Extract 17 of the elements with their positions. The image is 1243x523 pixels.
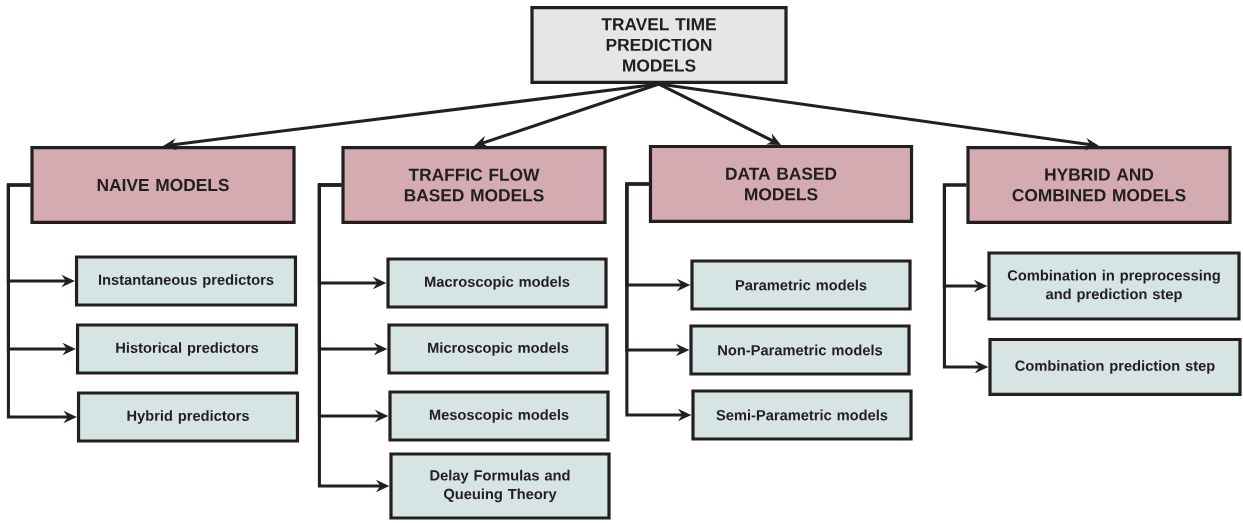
model-box: Historical predictors bbox=[75, 323, 299, 375]
model-box: Delay Formulas and Queuing Theory bbox=[389, 452, 611, 520]
category-box: DATA BASED MODELS bbox=[648, 144, 914, 224]
category-box: TRAFFIC FLOW BASED MODELS bbox=[341, 145, 607, 225]
model-box: Combination prediction step bbox=[988, 337, 1242, 397]
model-box: Macroscopic models bbox=[386, 257, 608, 309]
model-box: Parametric models bbox=[690, 259, 912, 311]
model-box: Semi-Parametric models bbox=[691, 389, 913, 441]
category-box: HYBRID AND COMBINED MODELS bbox=[966, 145, 1232, 225]
category-box: NAIVE MODELS bbox=[30, 145, 296, 225]
title-box: TRAVEL TIME PREDICTION MODELS bbox=[530, 5, 788, 85]
model-box: Microscopic models bbox=[387, 323, 609, 375]
model-box: Combination in preprocessing and prediction step bbox=[987, 251, 1241, 321]
model-box: Mesoscopic models bbox=[388, 390, 610, 442]
model-box: Non-Parametric models bbox=[689, 324, 911, 376]
model-box: Hybrid predictors bbox=[76, 391, 300, 443]
model-box: Instantaneous predictors bbox=[74, 255, 298, 307]
